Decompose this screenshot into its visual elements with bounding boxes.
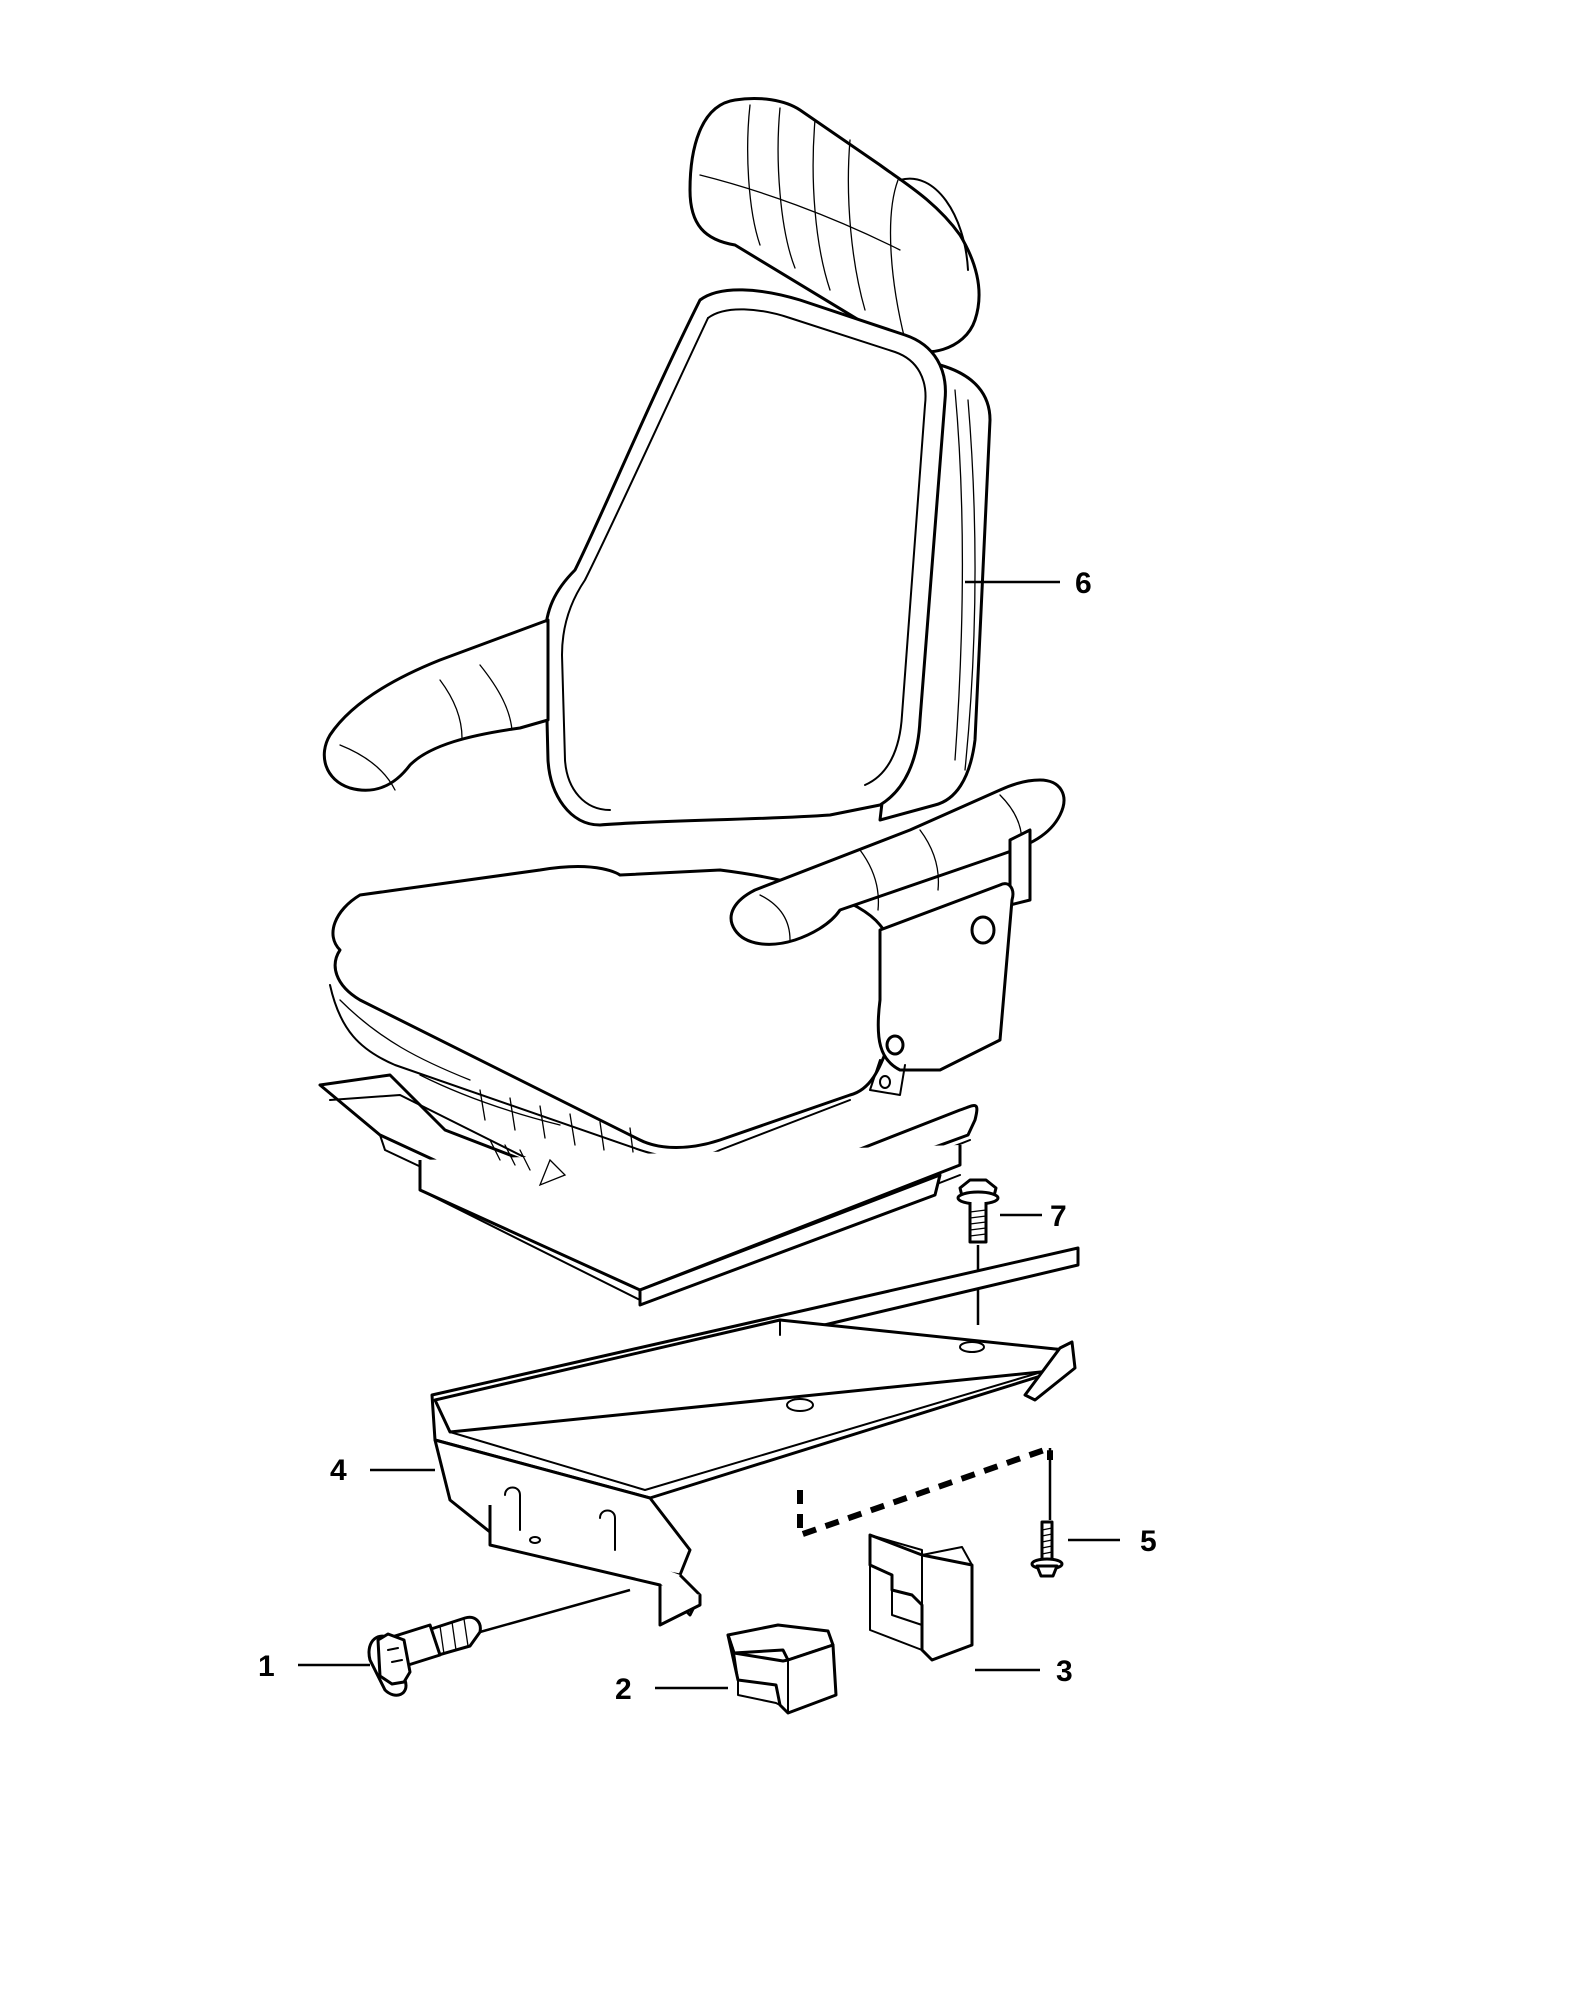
callout-5: 5 xyxy=(1140,1525,1157,1558)
callout-7: 7 xyxy=(1050,1200,1067,1233)
clip-icon xyxy=(726,1623,838,1715)
callout-2: 2 xyxy=(615,1673,632,1706)
operator-seat-icon xyxy=(318,96,1066,1307)
left-armrest xyxy=(322,618,550,792)
hidden-fastener-line xyxy=(797,1443,1053,1540)
callout-3: 3 xyxy=(1056,1655,1073,1688)
flange-bolt-icon xyxy=(1030,1520,1064,1578)
seat-base-plate-icon xyxy=(430,1246,1080,1627)
hex-flange-bolt-icon xyxy=(367,1615,482,1697)
backrest-cushion xyxy=(543,288,947,827)
flange-bolt-icon xyxy=(956,1178,1000,1244)
callout-1: 1 xyxy=(258,1650,275,1683)
callout-4: 4 xyxy=(330,1454,347,1487)
callout-6: 6 xyxy=(1075,567,1092,600)
headrest xyxy=(688,96,981,354)
clip-icon xyxy=(868,1533,974,1662)
